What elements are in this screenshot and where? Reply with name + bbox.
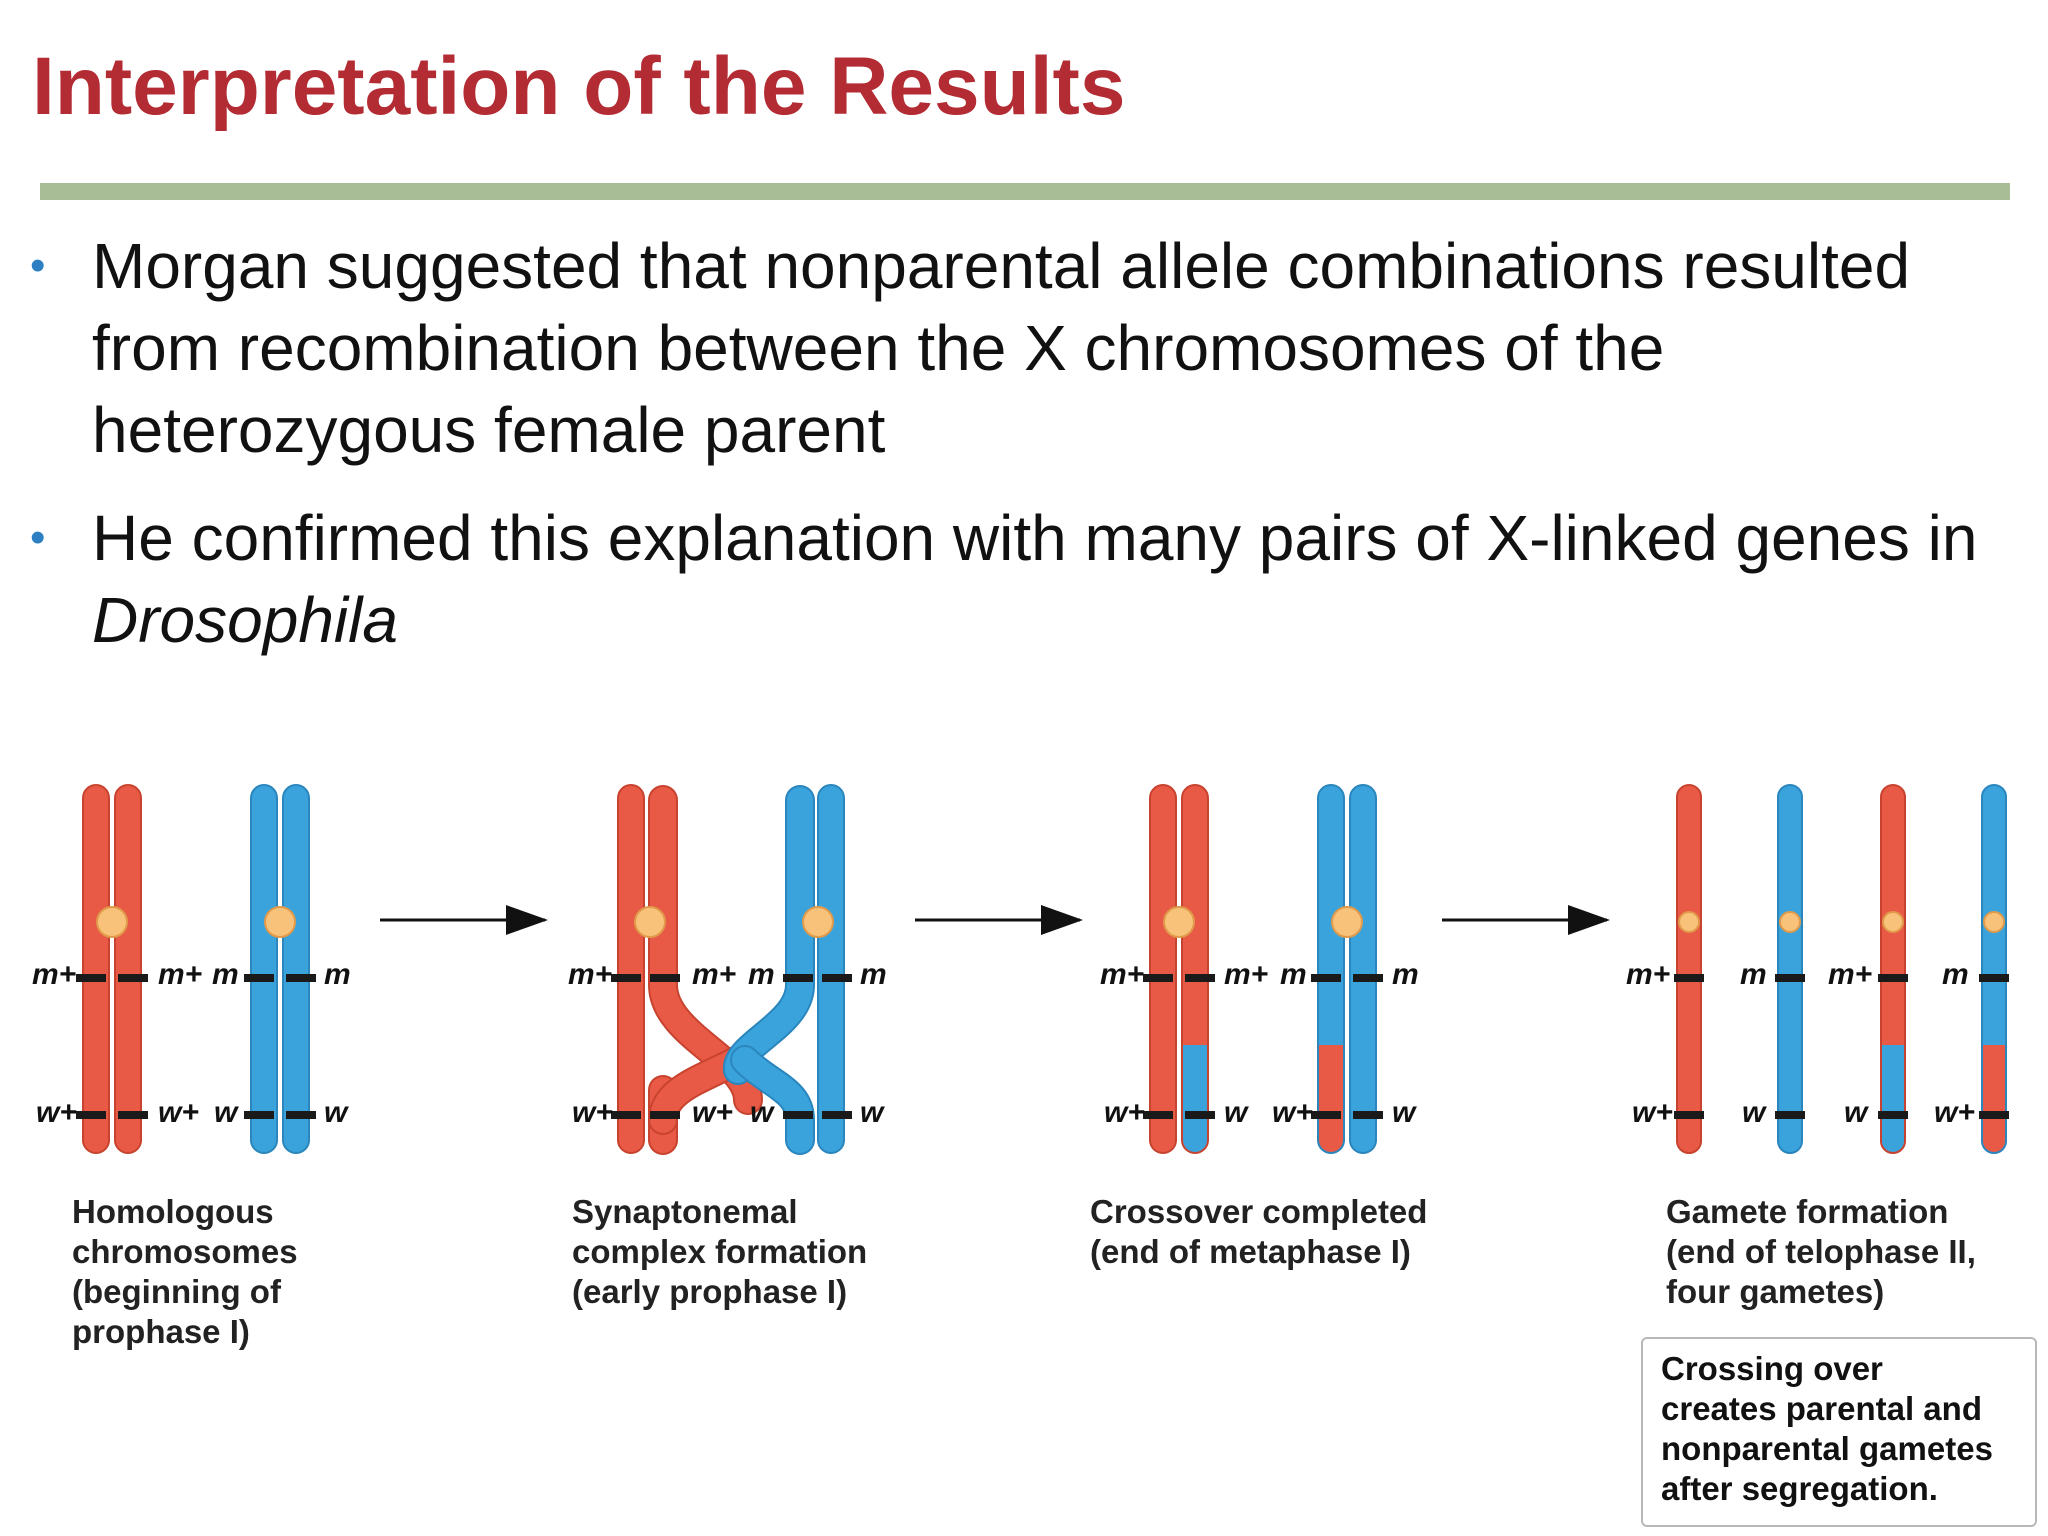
gene-label-w: w bbox=[324, 1096, 349, 1129]
centromere-icon bbox=[1331, 906, 1363, 938]
crossing-over-figure: m+ m+ m m w+ w+ w w bbox=[0, 760, 2048, 1536]
title-divider bbox=[40, 183, 2010, 200]
stage-4-gametes bbox=[1674, 784, 2009, 1154]
centromere-icon bbox=[264, 906, 296, 938]
gene-label-m-plus: m+ bbox=[692, 958, 736, 991]
gene-label-m: m bbox=[748, 958, 775, 991]
blue-chromatid bbox=[817, 784, 845, 1154]
slide-title: Interpretation of the Results bbox=[32, 41, 1126, 132]
centromere-icon bbox=[1882, 911, 1904, 933]
gene-label-m-plus: m+ bbox=[1828, 958, 1872, 991]
centromere-icon bbox=[1983, 911, 2005, 933]
centromere-icon bbox=[1163, 906, 1195, 938]
gene-label-m-plus: m+ bbox=[32, 958, 76, 991]
gene-label-m-plus: m+ bbox=[1100, 958, 1144, 991]
gene-label-w-plus: w+ bbox=[572, 1096, 613, 1129]
gene-label-w-plus: w+ bbox=[692, 1096, 733, 1129]
gene-label-w-plus: w+ bbox=[158, 1096, 199, 1129]
gene-label-w: w bbox=[214, 1096, 239, 1129]
blue-chromatid bbox=[1349, 784, 1377, 1154]
caption-homologous-chromosomes: Homologous chromosomes (beginning of pro… bbox=[72, 1193, 298, 1350]
gene-label-w-plus: w+ bbox=[1632, 1096, 1673, 1129]
stage-3-chromosomes bbox=[1143, 784, 1383, 1154]
chromosome-diagram: m+ m+ m m w+ w+ w w bbox=[32, 784, 2009, 1155]
gene-label-w-plus: w+ bbox=[1272, 1096, 1313, 1129]
caption-gamete-formation: Gamete formation (end of telophase II, f… bbox=[1666, 1193, 1976, 1310]
gamete-chromatid bbox=[1676, 784, 1702, 1154]
red-chromatid bbox=[114, 784, 142, 1154]
bullet-dot-icon: • bbox=[30, 241, 46, 290]
gene-label-w: w bbox=[860, 1096, 885, 1129]
centromere-icon bbox=[802, 906, 834, 938]
gene-label-m: m bbox=[1280, 958, 1307, 991]
gene-label-m: m bbox=[324, 958, 351, 991]
caption-crossover-completed: Crossover completed (end of metaphase I) bbox=[1090, 1193, 1428, 1270]
stage-1-chromosomes bbox=[76, 784, 316, 1154]
gene-label-m: m bbox=[1740, 958, 1767, 991]
gene-label-w-plus: w+ bbox=[36, 1096, 77, 1129]
blue-chromatid bbox=[282, 784, 310, 1154]
bullet-italic-term: Drosophila bbox=[92, 584, 398, 656]
stage-2-chromosomes bbox=[611, 784, 852, 1155]
gene-label-m: m bbox=[860, 958, 887, 991]
gene-label-w-plus: w+ bbox=[1934, 1096, 1975, 1129]
centromere-icon bbox=[96, 906, 128, 938]
bullet-text: Morgan suggested that nonparental allele… bbox=[92, 230, 1911, 466]
gene-label-m-plus: m+ bbox=[158, 958, 202, 991]
gene-label-m-plus: m+ bbox=[568, 958, 612, 991]
bullet-item-1: • Morgan suggested that nonparental alle… bbox=[0, 225, 2000, 471]
bullet-item-2: • He confirmed this explanation with man… bbox=[0, 497, 2000, 661]
gene-label-w: w bbox=[1224, 1096, 1249, 1129]
caption-synaptonemal-complex: Synaptonemal complex formation (early pr… bbox=[572, 1193, 868, 1310]
gene-label-w: w bbox=[1392, 1096, 1417, 1129]
gene-label-w: w bbox=[1742, 1096, 1767, 1129]
crossing-over-note: Crossing over creates parental and nonpa… bbox=[1641, 1337, 2037, 1527]
gene-label-m-plus: m+ bbox=[1224, 958, 1268, 991]
bullet-dot-icon: • bbox=[30, 513, 46, 562]
blue-chromatid bbox=[250, 784, 278, 1154]
gene-label-m: m bbox=[1942, 958, 1969, 991]
red-chromatid bbox=[1149, 784, 1177, 1154]
gamete-chromatid bbox=[1777, 784, 1803, 1154]
bullet-list: • Morgan suggested that nonparental alle… bbox=[0, 225, 2000, 687]
centromere-icon bbox=[1678, 911, 1700, 933]
gene-label-m-plus: m+ bbox=[1626, 958, 1670, 991]
gene-label-w: w bbox=[750, 1096, 775, 1129]
centromere-icon bbox=[634, 906, 666, 938]
gene-label-w-plus: w+ bbox=[1104, 1096, 1145, 1129]
gene-label-m: m bbox=[1392, 958, 1419, 991]
bullet-text: He confirmed this explanation with many … bbox=[92, 502, 1978, 574]
red-chromatid bbox=[617, 784, 645, 1154]
gene-label-w: w bbox=[1844, 1096, 1869, 1129]
centromere-icon bbox=[1779, 911, 1801, 933]
gene-label-m: m bbox=[212, 958, 239, 991]
red-chromatid bbox=[82, 784, 110, 1154]
